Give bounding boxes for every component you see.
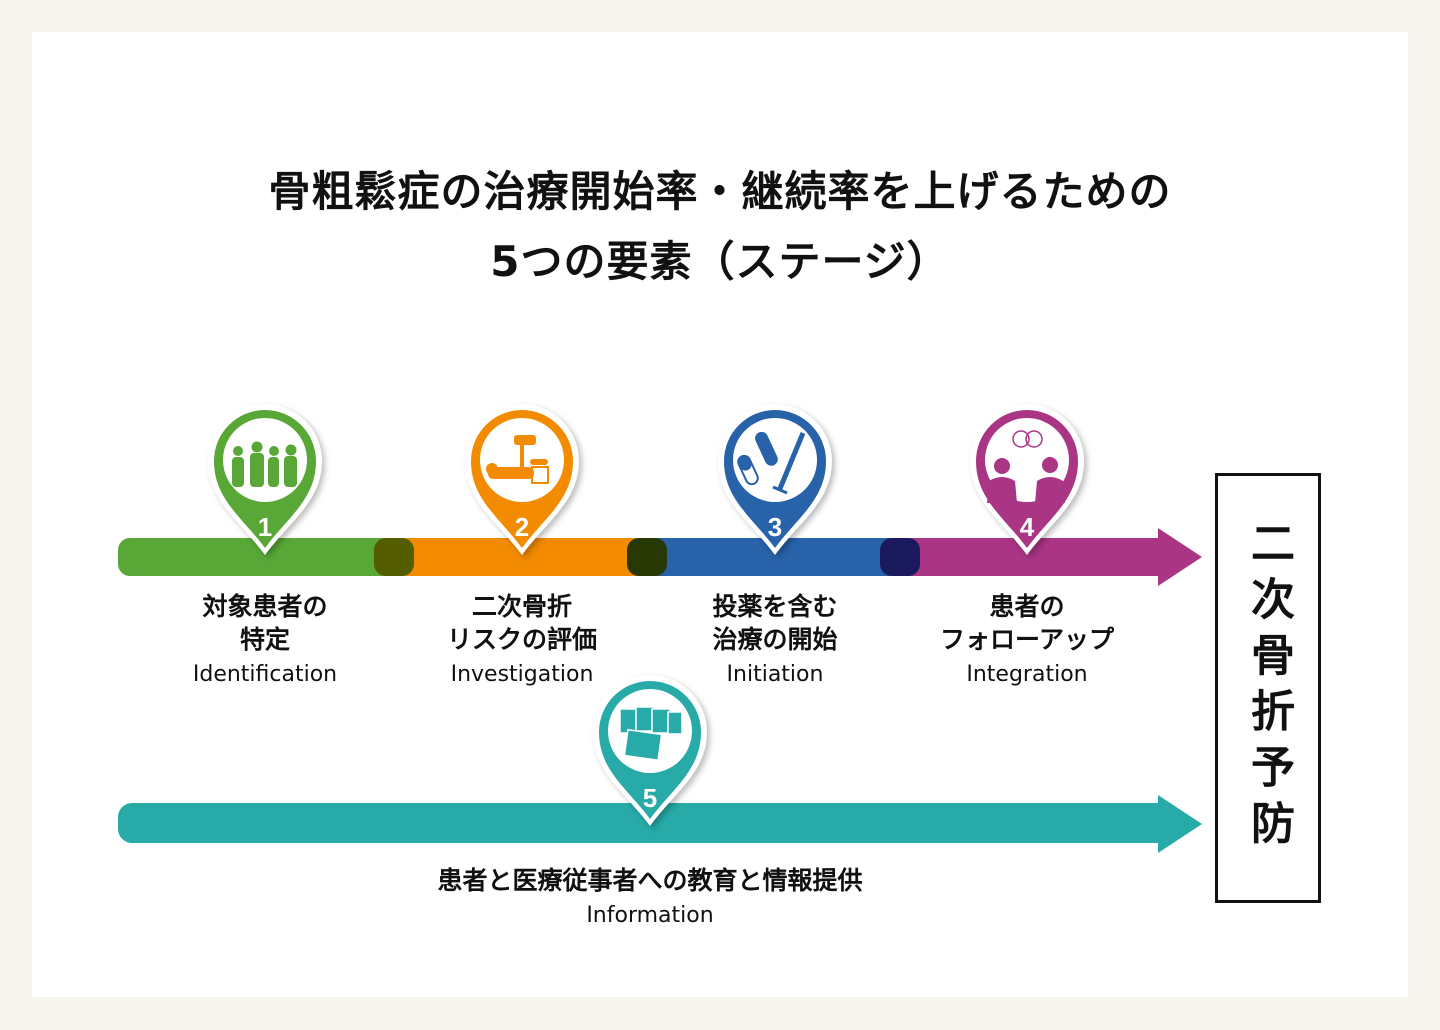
- joint-2-3: [627, 538, 667, 576]
- stage-3-jp-line1: 投薬を含む: [712, 592, 838, 621]
- stage-2-jp-line1: 二次骨折: [471, 592, 572, 621]
- stage-5-pin: 5: [593, 675, 707, 826]
- people-icon: [232, 441, 297, 487]
- joint-1-2: [374, 538, 414, 576]
- svg-text:2: 2: [515, 512, 529, 542]
- title-line-2: 5つの要素（ステージ）: [490, 237, 950, 286]
- stage-2-label: 二次骨折 リスクの評価 Investigation: [392, 590, 652, 690]
- stage-3-en: Initiation: [726, 662, 824, 687]
- conversation-icon: [987, 430, 1065, 503]
- main-arrowhead: [1158, 528, 1202, 586]
- stage-3-pin: 3: [718, 404, 832, 555]
- stage-3-jp-line2: 治療の開始: [712, 625, 838, 654]
- goal-text: 二次骨折予防: [1243, 520, 1294, 856]
- joint-3-4: [880, 538, 920, 576]
- stage-2-pin: 2: [465, 404, 579, 555]
- goal-box: 二次骨折予防: [1215, 473, 1321, 903]
- svg-text:5: 5: [643, 783, 657, 813]
- stage-1-en: Identification: [192, 662, 338, 687]
- stage-5-label: 患者と医療従事者への教育と情報提供 Information: [350, 864, 950, 931]
- stage-4-en: Integration: [966, 662, 1088, 687]
- stage-1-jp-line1: 対象患者の: [202, 592, 328, 621]
- svg-text:3: 3: [768, 512, 782, 542]
- svg-text:4: 4: [1020, 512, 1035, 542]
- xray-scan-icon: [486, 435, 549, 484]
- medicine-icon: [737, 431, 806, 495]
- stage-4-label: 患者の フォローアップ Integration: [897, 590, 1157, 690]
- stage-1-bar: [118, 538, 393, 576]
- stage-5-en: Information: [586, 903, 714, 928]
- stage-2-jp-line2: リスクの評価: [446, 625, 597, 654]
- stage-5-jp: 患者と医療従事者への教育と情報提供: [437, 866, 863, 895]
- title-line-1: 骨粗鬆症の治療開始率・継続率を上げるための: [268, 167, 1172, 216]
- stage-1-pin: 1: [208, 404, 322, 555]
- stage-3-label: 投薬を含む 治療の開始 Initiation: [645, 590, 905, 690]
- stage-1-label: 対象患者の 特定 Identification: [135, 590, 395, 690]
- stage-1-jp-line2: 特定: [239, 625, 290, 654]
- leaflets-icon: [619, 706, 683, 762]
- stage-4-jp-line1: 患者の: [989, 592, 1065, 621]
- stage-2-en: Investigation: [450, 662, 594, 687]
- svg-text:1: 1: [258, 512, 272, 542]
- stage-4-pin: 4: [970, 404, 1084, 555]
- info-arrowhead: [1158, 795, 1202, 853]
- stage-4-jp-line2: フォローアップ: [939, 625, 1114, 654]
